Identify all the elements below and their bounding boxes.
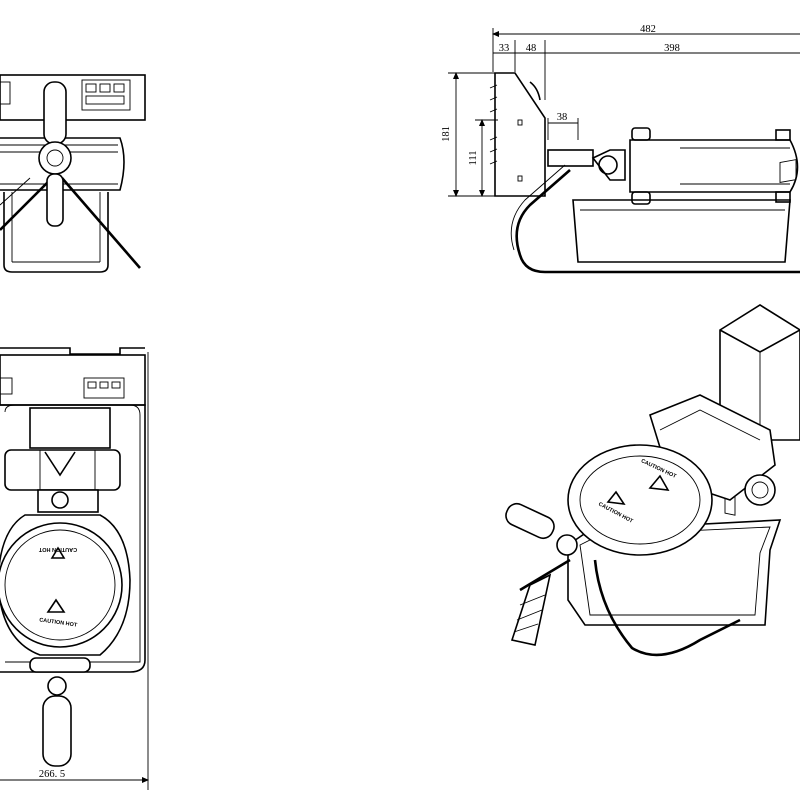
front-view: [0, 74, 146, 273]
warning-icon: [648, 474, 670, 491]
handle-grip: [43, 81, 67, 145]
dim-body-depth: 48: [526, 43, 537, 54]
dim-rear-offset: 33: [499, 43, 510, 54]
warning-icon: [46, 598, 66, 613]
dim-overall-length: 482: [640, 24, 656, 35]
side-view: 482 33 48 398 181 111 38: [441, 24, 800, 274]
isometric-view: CAUTION HOT CAUTION HOT: [505, 159, 800, 657]
hinge-knob: [38, 141, 72, 175]
dim-front-width: 266. 5: [39, 769, 65, 780]
top-view: CAUTION HOT CAUTION HOT 266. 5: [0, 347, 149, 790]
warning-icon: [50, 546, 66, 559]
dim-height-body: 111: [468, 151, 479, 166]
handle-grip: [505, 502, 555, 540]
dim-hinge-offset: 38: [557, 112, 568, 123]
waffle-plate: [567, 444, 713, 556]
warning-icon: [606, 490, 626, 506]
dim-height-total: 181: [441, 126, 452, 142]
control-panel: [779, 159, 797, 183]
caution-text: CAUTION HOT: [38, 546, 77, 552]
control-panel: [83, 377, 125, 399]
power-switch-icon: [0, 81, 11, 105]
dim-plate-length: 398: [664, 43, 680, 54]
waffle-plate: [0, 522, 123, 648]
power-switch-icon: [0, 377, 13, 395]
control-panel: [81, 79, 131, 111]
caution-text: CAUTION HOT: [39, 617, 78, 628]
handle-grip: [42, 695, 72, 767]
